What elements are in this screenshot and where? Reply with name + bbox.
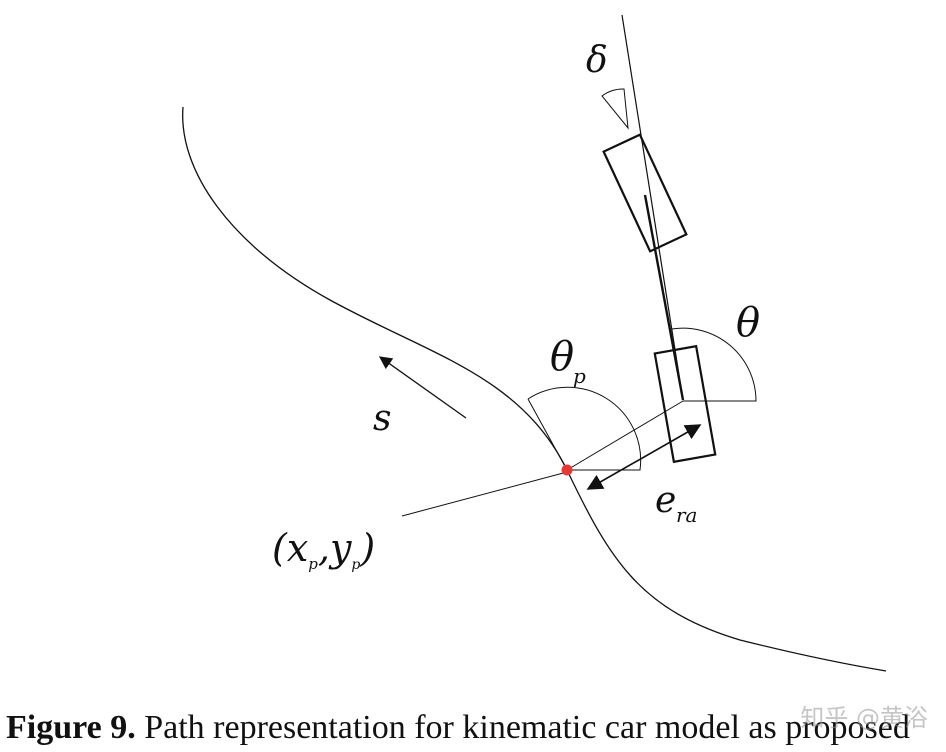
car-centerline <box>621 14 684 401</box>
heading-angle-arc <box>671 327 757 402</box>
figure-label: Figure 9. <box>6 709 136 746</box>
point-leader-line <box>401 471 568 517</box>
front-wheel <box>602 133 688 253</box>
caption-text: Path representation for kinematic car mo… <box>135 709 910 746</box>
steering-angle-wedge <box>601 88 629 130</box>
figure-caption: Figure 9. Path representation for kinema… <box>6 708 942 748</box>
rear-axle-connector <box>566 400 684 471</box>
rear-wheel <box>653 344 717 464</box>
path-angle-arc <box>527 386 642 471</box>
theta-p-subscript: p <box>573 364 586 388</box>
e-ra-label: e <box>655 480 676 521</box>
reference-path-curve <box>182 106 887 672</box>
path-point-marker <box>561 464 573 476</box>
s-direction-arrow <box>378 356 467 419</box>
s-label: s <box>373 398 391 439</box>
theta-label: θ <box>736 300 760 346</box>
path-tangent-line <box>527 398 568 471</box>
delta-label: δ <box>586 40 608 81</box>
e-ra-subscript: ra <box>676 503 697 527</box>
kinematic-car-path-diagram: δ θ θ p s e ra (xp,yp) <box>182 14 887 672</box>
lateral-error-arrow <box>586 424 702 490</box>
theta-p-label: θ <box>550 334 574 380</box>
car-body-axis <box>643 194 685 401</box>
watermark-text: 知乎 @黄浴 <box>800 704 928 732</box>
path-point-label: (xp,yp) <box>272 526 375 573</box>
